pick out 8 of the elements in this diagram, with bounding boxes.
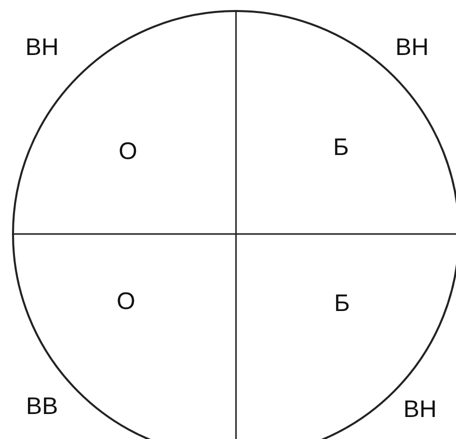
- zone-label: ВН: [25, 34, 59, 62]
- quadrant-label: Б: [334, 290, 350, 318]
- zone-label: ВВ: [26, 393, 58, 421]
- quadrant-label: О: [118, 138, 138, 166]
- zone-label: ВН: [395, 34, 429, 62]
- zone-label: ВН: [403, 396, 437, 424]
- quadrant-label: Б: [333, 134, 349, 162]
- quadrant-label: О: [116, 288, 136, 316]
